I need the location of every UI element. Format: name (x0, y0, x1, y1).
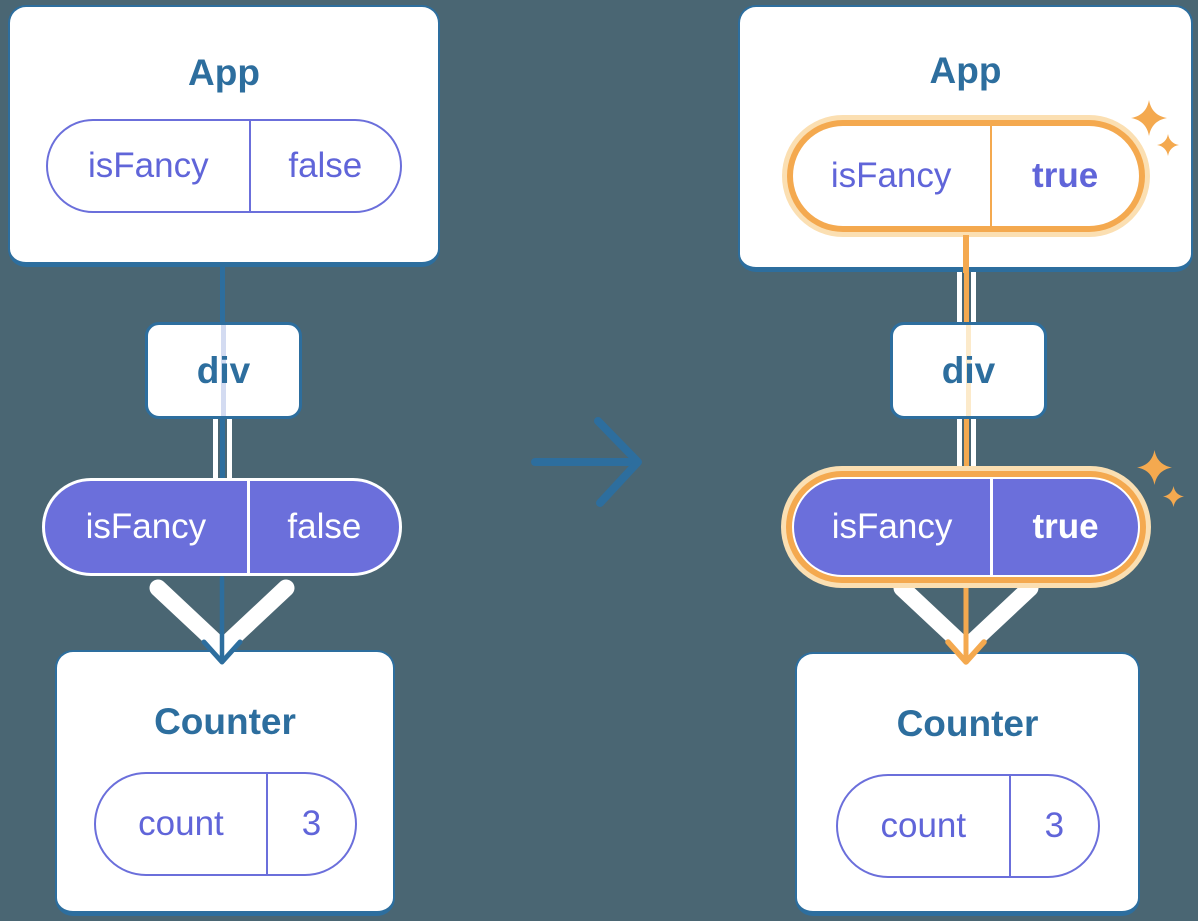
flow-line-right (971, 272, 976, 323)
div-node: div (890, 322, 1047, 419)
sparkle-icon (1131, 100, 1167, 136)
flow-line-left (957, 272, 962, 323)
counter-card: Counter count 3 (795, 652, 1140, 916)
flow-line-right (971, 418, 976, 471)
prop-value: false (288, 146, 363, 185)
prop-value: false (287, 507, 362, 546)
center-line (220, 418, 225, 480)
div-label: div (196, 349, 251, 391)
prop-pill-highlight: isFancy true (781, 115, 1150, 237)
prop-name: isFancy (45, 481, 250, 573)
sparkle-icon (1163, 486, 1184, 507)
component-title: App (929, 50, 1002, 91)
passed-prop-pill-highlight: isFancy true (781, 466, 1151, 588)
connector-prop-exit (963, 235, 969, 273)
connector-div-to-prop (957, 418, 976, 471)
center-line (964, 272, 969, 323)
flow-line-left (957, 418, 962, 471)
down-arrow-icon (149, 575, 295, 665)
state-pill: count 3 (835, 774, 1100, 878)
component-title: App (188, 52, 260, 93)
component-title: Counter (896, 703, 1039, 744)
connector-div-to-prop (213, 418, 232, 480)
prop-name: isFancy (794, 479, 994, 575)
highlight-ring: isFancy true (786, 471, 1146, 583)
state-name: count (96, 774, 269, 874)
prop-value: true (1032, 156, 1099, 195)
passed-prop-pill: isFancy true (792, 477, 1140, 577)
flow-line-right (227, 418, 232, 480)
div-label: div (941, 349, 996, 391)
down-arrow-icon (893, 579, 1039, 665)
app-card: App isFancy false (8, 5, 440, 267)
connector-app-to-div (957, 272, 976, 323)
prop-name: isFancy (793, 126, 992, 226)
sparkle-icon (1137, 450, 1172, 485)
pass-through-line (966, 325, 971, 416)
sparkle-icon (1157, 134, 1179, 156)
state-value: 3 (1044, 806, 1065, 845)
prop-pill: isFancy false (46, 119, 402, 213)
prop-name: isFancy (48, 121, 251, 211)
passed-prop-pill: isFancy false (42, 478, 402, 576)
center-line (964, 418, 969, 471)
div-node: div (145, 322, 302, 419)
highlight-ring: isFancy true (786, 120, 1145, 232)
flow-line-left (213, 418, 218, 480)
app-card: App isFancy true (738, 5, 1193, 272)
right-arrow-icon (531, 417, 642, 507)
connector-app-to-div (220, 265, 225, 324)
state-pill: count 3 (93, 772, 357, 876)
prop-value: true (1032, 507, 1099, 546)
state-name: count (838, 776, 1012, 876)
pass-through-line (221, 325, 226, 416)
counter-card: Counter count 3 (55, 650, 395, 916)
state-value: 3 (301, 804, 322, 843)
component-title: Counter (154, 701, 296, 742)
prop-pill: isFancy true (792, 126, 1139, 226)
